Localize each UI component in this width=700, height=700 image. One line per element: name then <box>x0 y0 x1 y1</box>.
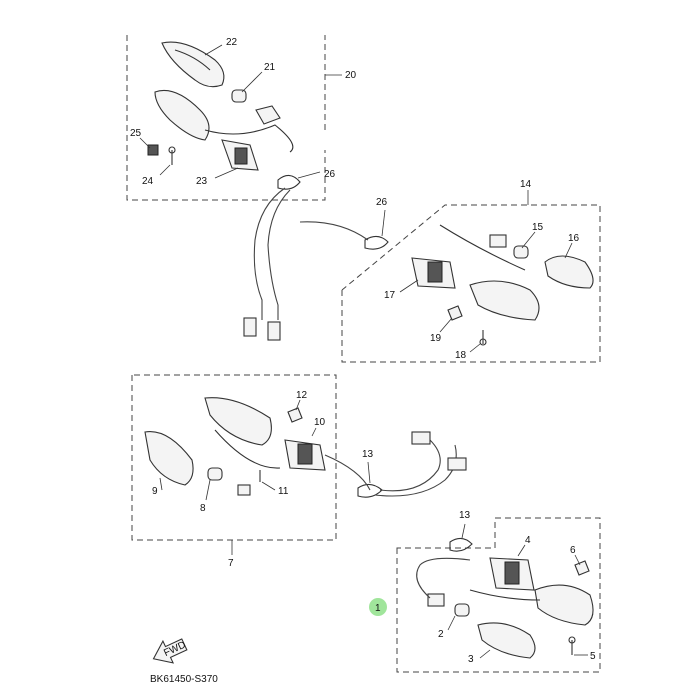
callout-14: 14 <box>520 179 532 190</box>
callout-6: 6 <box>570 545 576 556</box>
callout-22: 22 <box>226 37 238 48</box>
callout-10: 10 <box>314 417 326 428</box>
callout-13-middle: 13 <box>362 449 374 460</box>
highlight-badge <box>369 598 387 616</box>
wire-harness-top <box>243 187 369 341</box>
callout-18: 18 <box>455 350 467 361</box>
callout-9: 9 <box>152 486 158 497</box>
callout-2: 2 <box>438 629 444 640</box>
assembly-group-1 <box>396 517 601 673</box>
callout-20: 20 <box>345 70 357 81</box>
callout-labels: 22 21 20 25 24 23 26 26 14 15 16 17 19 1… <box>130 37 596 665</box>
callout-15: 15 <box>532 222 544 233</box>
callout-1: 1 <box>375 603 381 614</box>
callout-23: 23 <box>196 176 208 187</box>
callout-24: 24 <box>142 176 154 187</box>
fwd-label: FWD <box>162 640 187 660</box>
callout-4: 4 <box>525 535 531 546</box>
assembly-group-14 <box>341 190 601 363</box>
callout-12: 12 <box>296 390 308 401</box>
assembly-group-20 <box>126 35 342 201</box>
callout-25: 25 <box>130 128 142 139</box>
diagram-code: BK61450-S370 <box>150 674 218 685</box>
callout-8: 8 <box>200 503 206 514</box>
fwd-arrow-icon: FWD <box>152 638 188 664</box>
callout-16: 16 <box>568 233 580 244</box>
callout-13-bottom: 13 <box>459 510 471 521</box>
callout-26-top: 26 <box>324 169 336 180</box>
callout-5: 5 <box>590 651 596 662</box>
callout-21: 21 <box>264 62 276 73</box>
callout-19: 19 <box>430 333 442 344</box>
callout-11: 11 <box>278 486 289 497</box>
callout-17: 17 <box>384 290 396 301</box>
assembly-group-7 <box>131 374 337 555</box>
callout-7: 7 <box>228 558 234 569</box>
callout-3: 3 <box>468 654 474 665</box>
callout-26-right: 26 <box>376 197 388 208</box>
clip-and-wire-middle <box>324 431 467 498</box>
